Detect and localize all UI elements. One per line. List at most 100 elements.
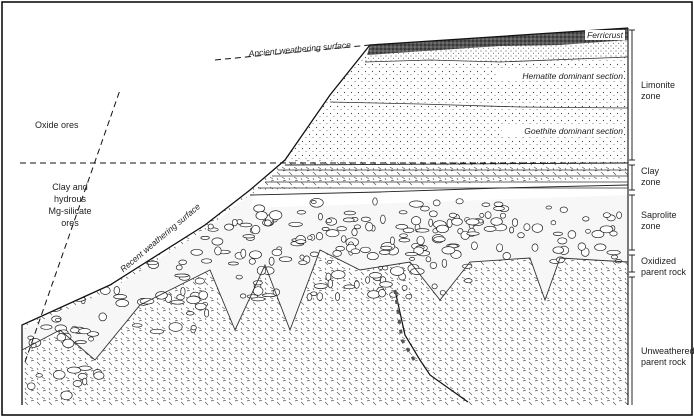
saprolite-boulder	[316, 233, 322, 240]
saprolite-boulder	[199, 291, 208, 299]
saprolite-boulder	[179, 260, 187, 265]
saprolite-boulder	[186, 312, 194, 316]
saprolite-boulder	[390, 237, 394, 245]
saprolite-boulder	[417, 236, 424, 245]
saprolite-boulder	[354, 225, 360, 229]
saprolite-boulder	[524, 224, 530, 231]
saprolite-boulder	[449, 213, 456, 217]
saprolite-boulder	[318, 213, 322, 220]
saprolite-boulder	[195, 278, 204, 284]
saprolite-boulder	[442, 247, 455, 254]
saprolite-boulder	[187, 296, 200, 304]
saprolite-boulder	[551, 221, 556, 225]
saprolite-boulder	[249, 259, 255, 265]
saprolite-boulder	[116, 300, 129, 307]
saprolite-boulder	[264, 220, 271, 226]
saprolite-boulder	[611, 255, 617, 259]
saprolite-boulder	[465, 279, 473, 283]
saprolite-boulder	[299, 261, 307, 265]
saprolite-boulder	[600, 226, 613, 233]
ferricrust-label: Ferricrust	[587, 30, 624, 40]
saprolite-boulder	[41, 325, 52, 329]
saprolite-boulder	[307, 294, 312, 301]
saprolite-boulder	[447, 219, 452, 227]
saprolite-boulder	[373, 198, 378, 205]
saprolite-boulder	[53, 371, 65, 380]
clay-zone-label-2: zone	[641, 177, 661, 187]
saprolite-boulder	[411, 217, 420, 225]
saprolite-boulder	[68, 367, 81, 373]
saprolite-boulder	[269, 257, 274, 265]
saprolite-boulder	[399, 238, 410, 242]
saprolite-boulder	[366, 222, 373, 231]
clay-ores-label-1: Clay and	[52, 182, 88, 192]
saprolite-boulder	[405, 252, 417, 255]
saprolite-boulder	[400, 234, 408, 238]
saprolite-boulder	[57, 334, 66, 342]
saprolite-boulder	[208, 224, 213, 229]
saprolite-boulder	[254, 205, 265, 212]
saprolite-boulder	[399, 211, 407, 214]
saprolite-boulder	[595, 244, 606, 251]
saprolite-boulder	[344, 285, 355, 289]
saprolite-boulder	[311, 201, 316, 204]
saprolite-boulder	[456, 199, 463, 204]
saprolite-boulder	[381, 246, 393, 250]
saprolite-boulder	[289, 222, 303, 226]
saprolite-zone-label-1: Saprolite	[641, 210, 677, 220]
saprolite-boulder	[351, 249, 360, 254]
saprolite-boulder	[560, 207, 567, 213]
saprolite-boulder	[352, 229, 357, 236]
limonite-zone-label-1: Limonite	[641, 80, 675, 90]
saprolite-boulder	[225, 224, 234, 230]
saprolite-boulder	[368, 291, 380, 299]
clay-ores-label-3: Mg-silicate	[48, 206, 91, 216]
saprolite-boulder	[344, 211, 355, 215]
saprolite-boulder	[205, 309, 209, 317]
saprolite-boulder	[467, 232, 479, 236]
saprolite-boulder	[247, 295, 258, 298]
saprolite-boulder	[99, 313, 107, 321]
saprolite-boulder	[568, 231, 576, 239]
saprolite-boulder	[326, 230, 339, 237]
saprolite-boulder	[270, 211, 282, 220]
saprolite-boulder	[484, 226, 496, 231]
saprolite-boulder	[212, 238, 223, 245]
saprolite-boulder	[332, 271, 346, 279]
saprolite-boulder	[370, 273, 382, 279]
saprolite-boulder	[94, 372, 104, 379]
saprolite-boulder	[181, 287, 185, 296]
saprolite-boulder	[326, 219, 331, 223]
saprolite-boulder	[607, 250, 620, 254]
saprolite-boulder	[322, 227, 329, 230]
saprolite-boulder	[191, 249, 203, 255]
saprolite-boulder	[430, 262, 437, 268]
limonite-zone-label-2: zone	[641, 91, 661, 101]
saprolite-boulder	[256, 212, 267, 220]
saprolite-boulder	[171, 300, 184, 304]
saprolite-boulder	[114, 287, 120, 295]
unweathered-zone-label-2: parent rock	[641, 357, 687, 367]
saprolite-boulder	[71, 328, 80, 333]
saprolite-boulder	[73, 381, 82, 387]
saprolite-boulder	[75, 341, 86, 344]
saprolite-boulder	[341, 236, 346, 243]
saprolite-boulder	[191, 326, 196, 330]
saprolite-boulder	[429, 211, 437, 217]
saprolite-boulder	[532, 224, 543, 233]
unweathered-zone-label-1: Unweathered	[641, 346, 694, 356]
saprolite-boulder	[512, 219, 517, 227]
saprolite-boulder	[279, 257, 291, 262]
saprolite-boulder	[250, 251, 262, 259]
saprolite-boulder	[114, 295, 127, 299]
saprolite-boulder	[426, 257, 431, 262]
saprolite-boulder	[500, 213, 505, 218]
saprolite-boulder	[586, 229, 591, 233]
saprolite-boulder	[553, 232, 562, 235]
saprolite-boulder	[195, 303, 206, 309]
saprolite-boulder	[252, 225, 260, 233]
saprolite-boulder	[406, 294, 412, 299]
saprolite-boulder	[317, 293, 323, 301]
saprolite-boulder	[617, 212, 622, 219]
